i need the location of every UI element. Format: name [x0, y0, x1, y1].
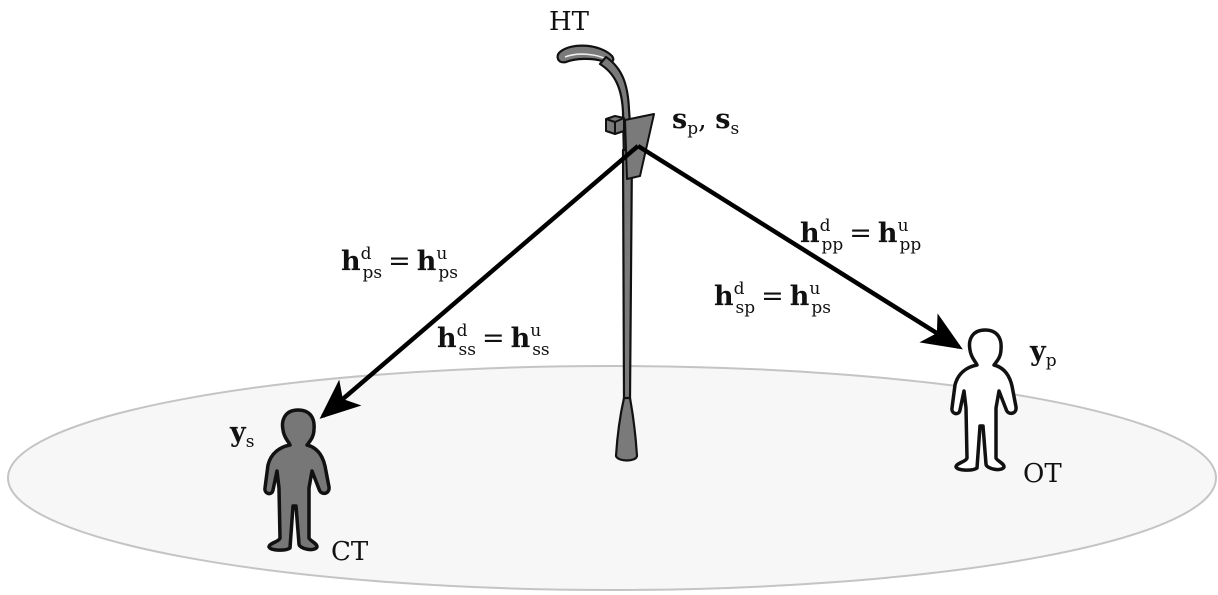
- signal-subscript: s: [246, 432, 255, 452]
- channel-equals: =: [761, 281, 784, 312]
- channel-subscript: sp: [736, 298, 756, 318]
- channel-subscript: pp: [822, 235, 844, 255]
- channel-base: h: [417, 246, 437, 277]
- channel-superscript: u: [436, 244, 447, 264]
- channel-subscript: ss: [532, 340, 549, 360]
- signal-base: y: [229, 417, 247, 448]
- hub-terminal-label: HT: [549, 7, 590, 37]
- channel-subscript: ss: [459, 340, 476, 360]
- channel-equals: =: [482, 323, 505, 354]
- channel-subscript: pp: [900, 235, 922, 255]
- channel-superscript: u: [898, 216, 909, 236]
- channel-superscript: d: [457, 321, 468, 341]
- channel-superscript: u: [809, 279, 820, 299]
- channel-equals: =: [849, 218, 872, 249]
- channel-superscript: d: [361, 244, 372, 264]
- channel-base: h: [790, 281, 810, 312]
- received-signal-p-label: yp: [1029, 336, 1057, 371]
- other-terminal-label: OT: [1023, 459, 1062, 489]
- channel-base: h: [800, 218, 820, 249]
- signal-subscript: p: [1046, 351, 1057, 371]
- channel-base: h: [511, 323, 531, 354]
- channel-base: h: [878, 218, 898, 249]
- signal-base: s: [672, 104, 687, 135]
- channel-subscript: ps: [438, 263, 458, 283]
- channel-base: h: [341, 246, 361, 277]
- channel-superscript: d: [820, 216, 831, 236]
- channel-superscript: d: [734, 279, 745, 299]
- signal-base: s: [715, 104, 730, 135]
- channel-equals: =: [388, 246, 411, 277]
- channel-subscript: ps: [811, 298, 831, 318]
- cognitive-terminal-label: CT: [331, 537, 369, 567]
- signal-separator: ,: [698, 104, 715, 135]
- signal-base: y: [1029, 336, 1047, 367]
- channel-superscript: u: [530, 321, 541, 341]
- channel-base: h: [714, 281, 734, 312]
- channel-subscript: ps: [363, 263, 383, 283]
- transmit-signal-label: sp, ss: [672, 104, 739, 139]
- signal-subscript: p: [687, 119, 698, 139]
- channel-base: h: [437, 323, 457, 354]
- signal-subscript: s: [730, 119, 739, 139]
